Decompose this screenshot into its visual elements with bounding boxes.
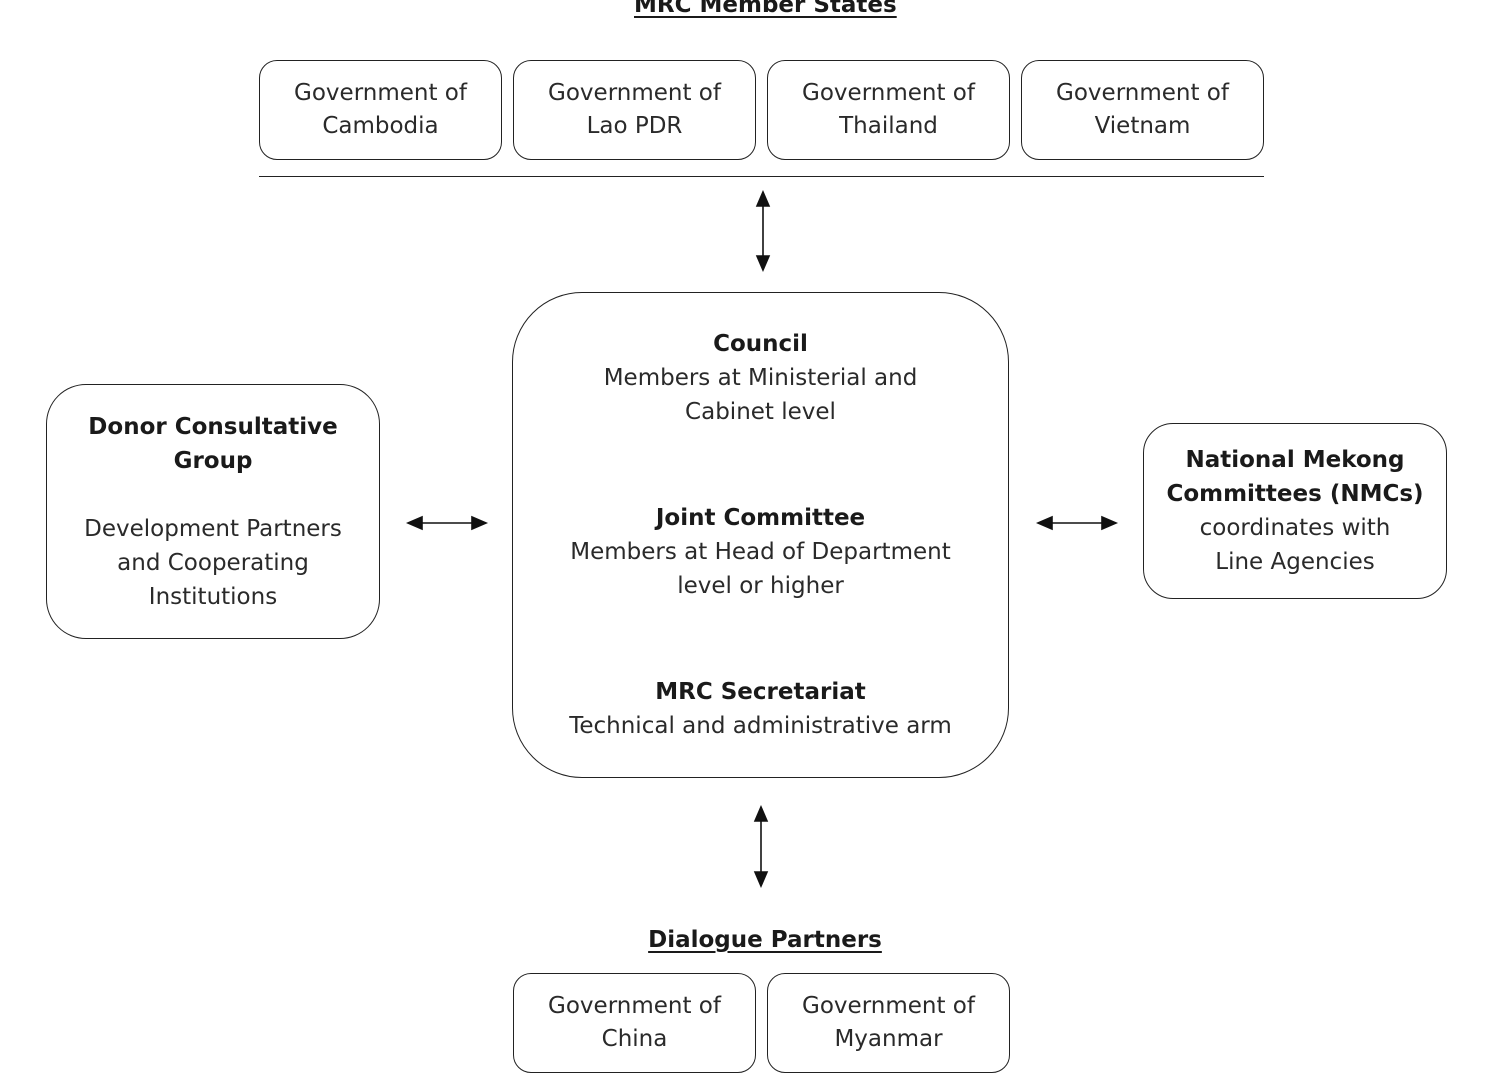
council-line1: Members at Ministerial and — [603, 365, 918, 391]
donor-title-line1: Donor Consultative — [88, 413, 338, 440]
nmc-line1: coordinates with — [1199, 515, 1391, 541]
member-states-heading: MRC Member States — [634, 0, 897, 18]
donor-line2: and Cooperating — [117, 549, 309, 576]
donor-consultative-group-box: Donor Consultative Group Development Par… — [46, 384, 380, 639]
secretariat-section: MRC Secretariat Technical and administra… — [569, 675, 952, 743]
gov-cambodia-line2: Cambodia — [322, 113, 439, 139]
gov-myanmar-box: Government of Myanmar — [767, 973, 1010, 1073]
nmc-box: National Mekong Committees (NMCs) coordi… — [1143, 423, 1447, 599]
donor-arrow — [405, 515, 489, 531]
nmc-title-line1: National Mekong — [1185, 447, 1405, 473]
council-line2: Cabinet level — [685, 399, 836, 425]
council-section: Council Members at Ministerial and Cabin… — [604, 327, 918, 429]
member-states-divider — [259, 176, 1264, 177]
gov-laopdr-box: Government of Lao PDR — [513, 60, 756, 160]
gov-vietnam-box: Government of Vietnam — [1021, 60, 1264, 160]
donor-title-line2: Group — [173, 447, 253, 474]
gov-vietnam-line1: Government of — [1056, 80, 1229, 106]
donor-line1: Development Partners — [84, 515, 342, 542]
gov-china-box: Government of China — [513, 973, 756, 1073]
gov-myanmar-line1: Government of — [802, 993, 975, 1019]
gov-china-line1: Government of — [548, 993, 721, 1019]
council-title: Council — [713, 331, 808, 357]
gov-thailand-box: Government of Thailand — [767, 60, 1010, 160]
nmc-line2: Line Agencies — [1215, 549, 1375, 575]
joint-committee-title: Joint Committee — [655, 505, 866, 531]
donor-line3: Institutions — [148, 583, 278, 610]
secretariat-line1: Technical and administrative arm — [569, 713, 952, 739]
joint-committee-line2: level or higher — [677, 573, 844, 599]
dialogue-partners-heading: Dialogue Partners — [648, 927, 882, 953]
gov-china-line2: China — [601, 1026, 668, 1052]
joint-committee-section: Joint Committee Members at Head of Depar… — [570, 501, 950, 603]
member-states-arrow — [755, 189, 771, 273]
nmc-arrow — [1035, 515, 1119, 531]
central-mrc-box: Council Members at Ministerial and Cabin… — [512, 292, 1009, 778]
gov-vietnam-line2: Vietnam — [1094, 113, 1191, 139]
gov-cambodia-box: Government of Cambodia — [259, 60, 502, 160]
joint-committee-line1: Members at Head of Department — [570, 539, 951, 565]
gov-cambodia-line1: Government of — [294, 80, 467, 106]
gov-thailand-line1: Government of — [802, 80, 975, 106]
gov-thailand-line2: Thailand — [839, 113, 938, 139]
nmc-title-line2: Committees (NMCs) — [1166, 481, 1424, 507]
gov-myanmar-line2: Myanmar — [834, 1026, 943, 1052]
gov-laopdr-line2: Lao PDR — [586, 113, 683, 139]
dialogue-partners-arrow — [753, 804, 769, 889]
secretariat-title: MRC Secretariat — [655, 679, 866, 705]
gov-laopdr-line1: Government of — [548, 80, 721, 106]
